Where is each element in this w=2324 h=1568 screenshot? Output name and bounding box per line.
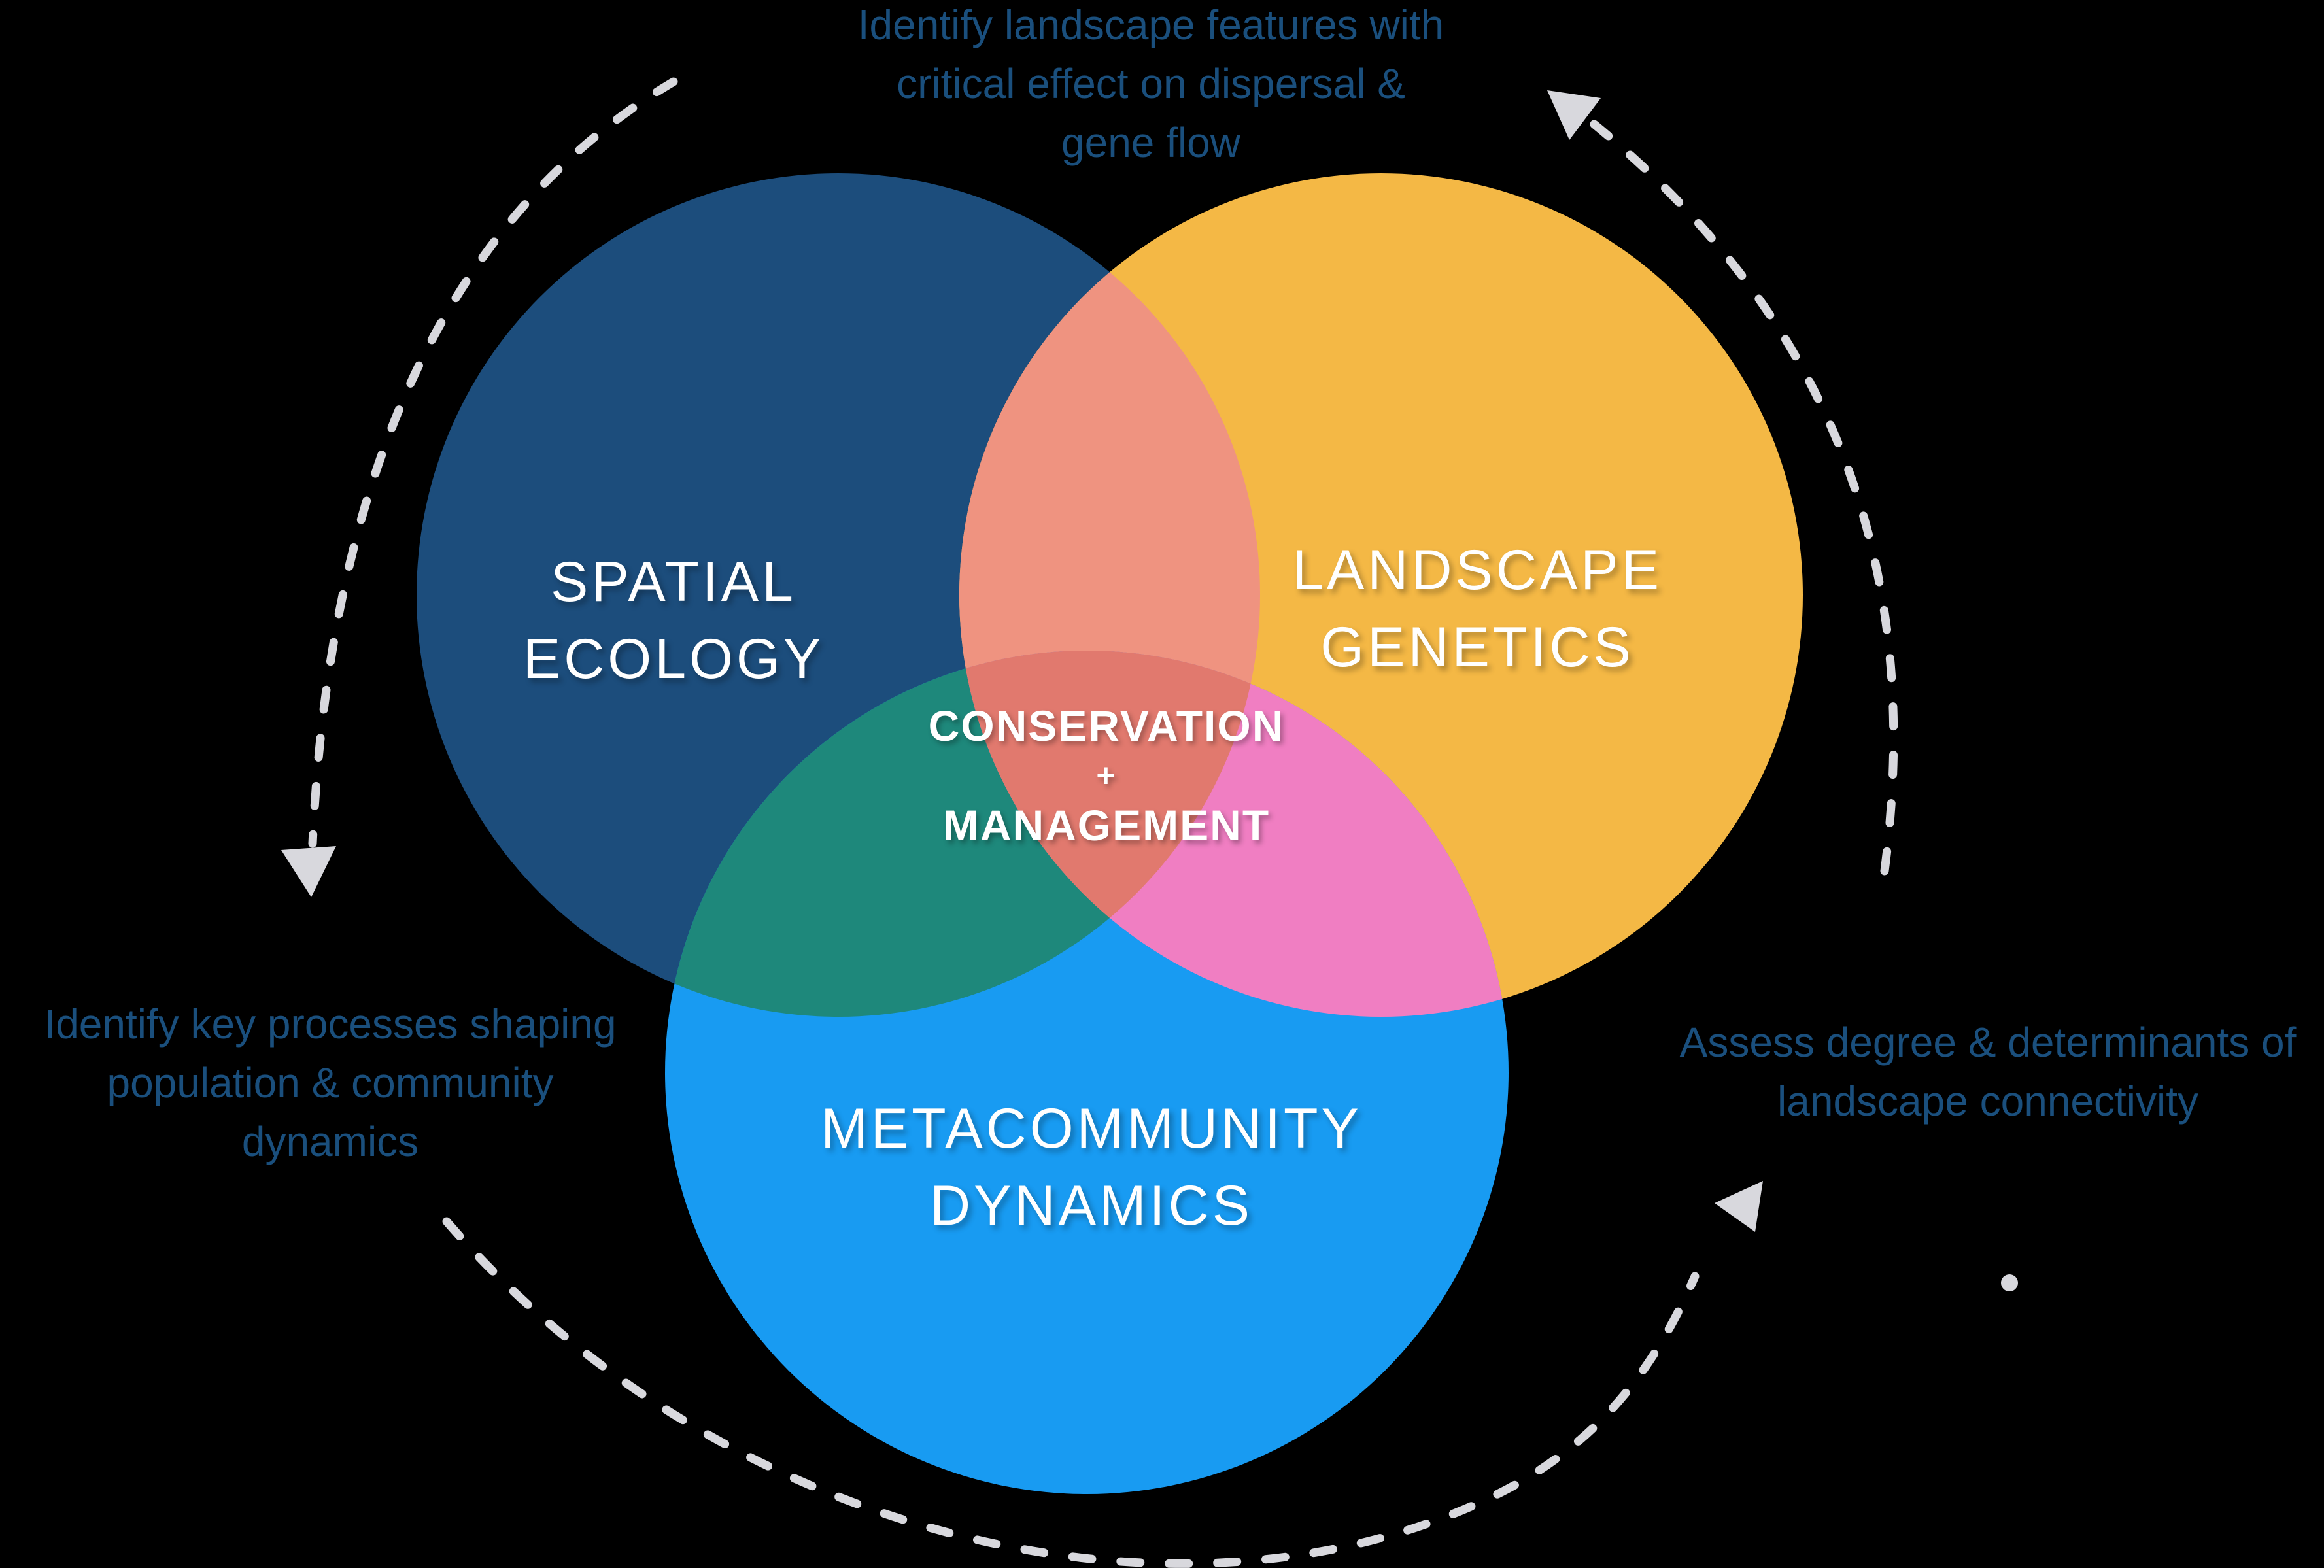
- conservation-management-label: CONSERVATION + MANAGEMENT: [929, 701, 1285, 850]
- metacommunity-dynamics-label-line1: METACOMMUNITY: [821, 1097, 1362, 1160]
- annotation-top: Identify landscape features with critica…: [858, 0, 1444, 172]
- metacommunity-dynamics-label: METACOMMUNITY DYNAMICS: [821, 1090, 1362, 1244]
- conservation-label-line: CONSERVATION: [928, 702, 1285, 750]
- annotation-left-line1: Identify key processes shaping: [44, 1000, 617, 1048]
- small-dot: [2001, 1274, 2018, 1291]
- left-cycle-arc: [308, 77, 678, 848]
- annotation-top-line1: Identify landscape features with: [857, 1, 1444, 48]
- metacommunity-dynamics-label-line2: DYNAMICS: [930, 1174, 1253, 1237]
- spatial-ecology-label-line1: SPATIAL: [551, 551, 796, 613]
- annotation-right-line2: landscape connectivity: [1777, 1078, 2198, 1125]
- plus-icon: +: [1096, 757, 1117, 794]
- annotation-left-line3: dynamics: [241, 1118, 419, 1165]
- left-cycle-arrowhead-icon: [281, 846, 336, 897]
- landscape-metacommunity-overlap: [959, 651, 1509, 1017]
- spatial-ecology-label: SPATIAL ECOLOGY: [523, 543, 824, 698]
- landscape-genetics-label-line1: LANDSCAPE: [1292, 539, 1662, 602]
- annotation-right-line1: Assess degree & determinants of: [1679, 1019, 2297, 1066]
- landscape-genetics-label-line2: GENETICS: [1320, 616, 1634, 679]
- bottom-cycle-arc: [442, 1217, 1700, 1568]
- annotation-right: Assess degree & determinants of landscap…: [1680, 1013, 2297, 1131]
- annotation-top-line3: gene flow: [1061, 119, 1240, 166]
- annotation-left-line2: population & community: [107, 1059, 554, 1106]
- annotation-left: Identify key processes shaping populatio…: [44, 995, 616, 1171]
- spatial-metacommunity-overlap: [665, 651, 1260, 1017]
- right-cycle-arrowhead-icon: [1547, 90, 1601, 140]
- management-label-line: MANAGEMENT: [942, 801, 1271, 849]
- spatial-ecology-label-line2: ECOLOGY: [522, 628, 825, 690]
- right-cycle-arc: [1590, 120, 1898, 876]
- landscape-genetics-label: LANDSCAPE GENETICS: [1292, 532, 1662, 686]
- bottom-cycle-arrowhead-icon: [1715, 1181, 1763, 1232]
- annotation-top-line2: critical effect on dispersal &: [897, 60, 1405, 107]
